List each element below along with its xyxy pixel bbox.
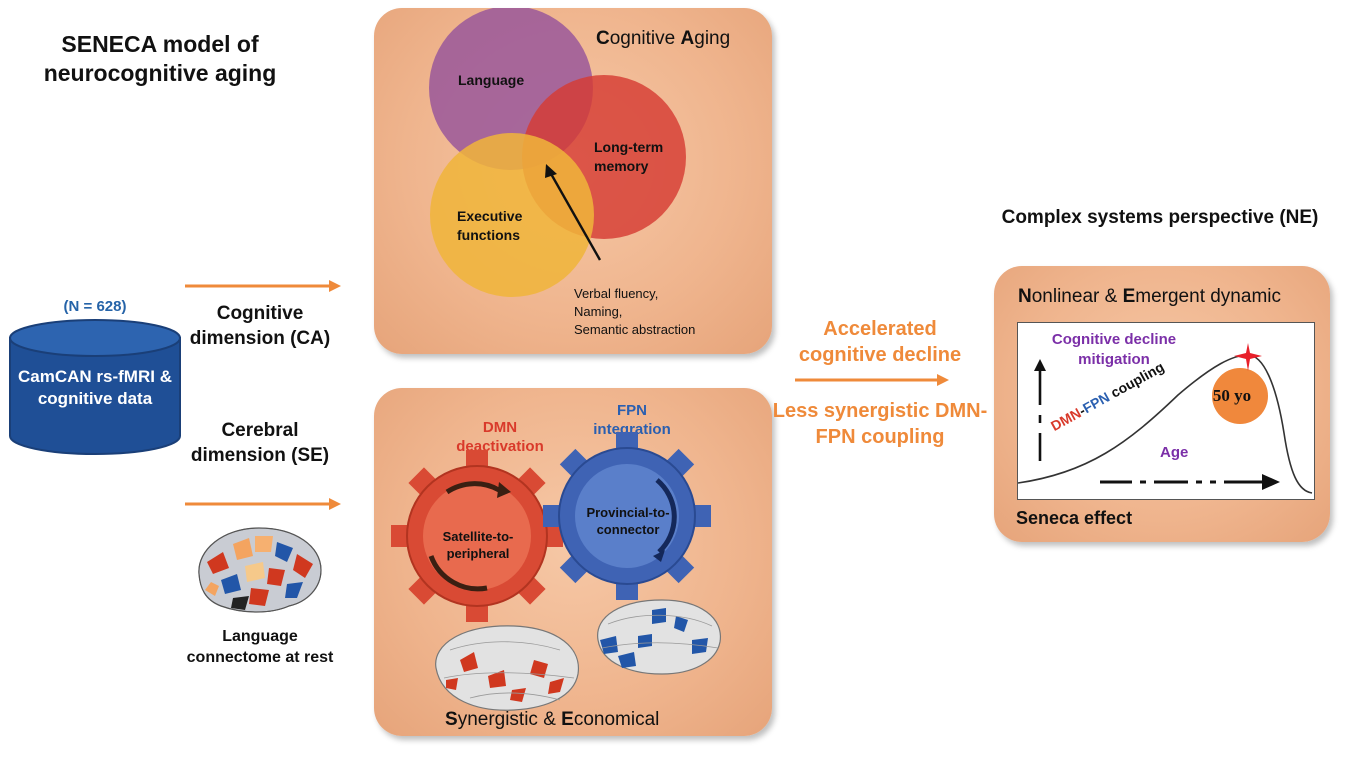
task-semantic-abstraction: Semantic abstraction bbox=[574, 322, 696, 337]
arrow-to-ca bbox=[185, 280, 341, 292]
accelerated-decline-label: Accelerated cognitive decline bbox=[798, 318, 962, 366]
language-connectome-brain bbox=[198, 527, 322, 613]
fpn-gear-icon bbox=[543, 432, 711, 600]
less-synergistic-label: Less synergistic DMN-FPN coupling bbox=[772, 400, 988, 448]
language-label: Language bbox=[458, 72, 525, 88]
task-naming: Naming, bbox=[574, 304, 623, 319]
gears-and-brains bbox=[391, 432, 721, 711]
long-term-memory-label: Long-term memory bbox=[594, 139, 664, 174]
arrow-to-ne bbox=[795, 374, 949, 386]
cognitive-aging-heading: Cognitive Aging bbox=[596, 28, 731, 49]
sample-size-label: (N = 628) bbox=[63, 298, 127, 315]
fpn-brain-icon bbox=[597, 599, 721, 675]
cerebral-dimension-label: Cerebral dimension (SE) bbox=[190, 420, 330, 466]
database-label: CamCAN rs-fMRI & cognitive data bbox=[18, 367, 172, 408]
seneca-curve-svg bbox=[1017, 343, 1313, 494]
seneca-effect-label: Seneca effect bbox=[1016, 508, 1133, 528]
cognitive-dimension-label: Cognitive dimension (CA) bbox=[189, 303, 331, 349]
synergistic-economical-heading: Synergistic & Economical bbox=[445, 709, 660, 730]
decline-mitigation-label: Cognitive decline mitigation bbox=[1051, 331, 1177, 368]
fifty-yo-label: 50 yo bbox=[1212, 386, 1252, 405]
satellite-to-peripheral-label: Satellite-to-peripheral bbox=[442, 529, 514, 561]
language-connectome-label: Language connectome at rest bbox=[186, 628, 334, 666]
task-verbal-fluency: Verbal fluency, bbox=[574, 286, 659, 301]
task-list: Verbal fluency, Naming, Semantic abstrac… bbox=[574, 285, 695, 339]
nonlinear-emergent-heading: Nonlinear & Emergent dynamic bbox=[1018, 286, 1281, 307]
venn-diagram bbox=[429, 8, 686, 297]
fpn-integration-label: FPN integration bbox=[593, 402, 671, 438]
executive-functions-label: Executive functions bbox=[457, 208, 523, 243]
dmn-brain-icon bbox=[435, 625, 580, 711]
page-title: SENECA model of neurocognitive aging bbox=[43, 31, 277, 86]
seneca-curve-plot bbox=[1017, 322, 1315, 500]
age-label: Age bbox=[1160, 444, 1189, 461]
fifty-yo-badge bbox=[1212, 368, 1268, 424]
peak-star-icon bbox=[1234, 343, 1262, 371]
database-icon bbox=[9, 319, 181, 455]
provincial-to-connector-label: Provincial-to-connector bbox=[586, 505, 670, 537]
arrow-to-se bbox=[185, 498, 341, 510]
complex-systems-title: Complex systems perspective (NE) bbox=[1001, 207, 1319, 228]
